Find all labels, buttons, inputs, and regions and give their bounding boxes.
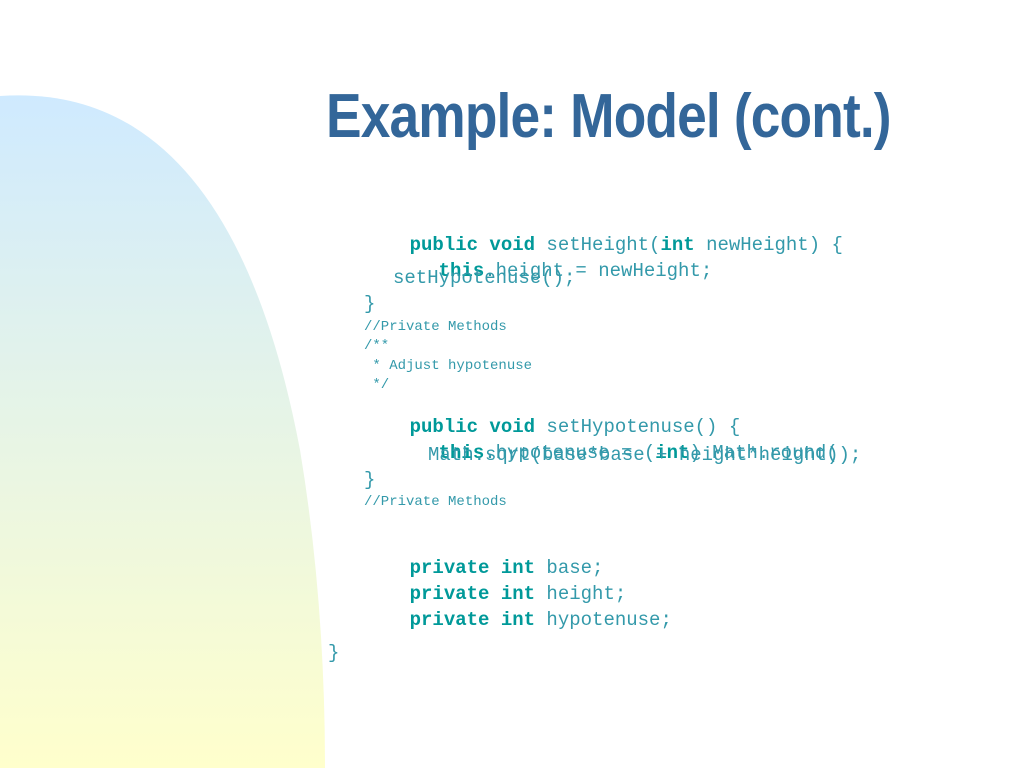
- keyword: private int: [409, 609, 536, 631]
- code-line-this-hypotenuse: this.hypotenuse = (int) Math.round(: [393, 425, 838, 482]
- code-comment: //Private Methods: [364, 494, 507, 510]
- keyword: this: [438, 442, 485, 464]
- code-line-math-sqrt: Math.sqrt(base*base + height*height));: [428, 444, 862, 466]
- keyword: private int: [409, 557, 536, 579]
- code-line-close-brace: }: [364, 469, 376, 491]
- code-comment: //Private Methods: [364, 319, 507, 335]
- slide-title: Example: Model (cont.): [326, 82, 892, 151]
- code-line-set-hypotenuse: public void setHypotenuse() {: [364, 399, 741, 456]
- code-line-set-hypotenuse-call: setHypotenuse();: [393, 267, 576, 289]
- code-comment: */: [364, 377, 390, 393]
- keyword: private int: [409, 583, 536, 605]
- code-text: height;: [535, 583, 627, 605]
- keyword: int: [660, 234, 695, 256]
- code-line-this-height: this.height = newHeight;: [393, 243, 713, 300]
- code-text: .hypotenuse = (: [484, 442, 656, 464]
- code-line-private-height: private int height;: [364, 566, 627, 623]
- code-line-close-brace: }: [364, 293, 376, 315]
- code-text: newHeight) {: [694, 234, 843, 256]
- code-text: base;: [535, 557, 604, 579]
- code-line-set-height: public void setHeight(int newHeight) {: [364, 217, 843, 274]
- code-text: hypotenuse;: [535, 609, 672, 631]
- keyword: int: [655, 442, 690, 464]
- code-comment: /**: [364, 338, 390, 354]
- code-line-private-base: private int base;: [364, 540, 604, 597]
- keyword: public void: [409, 416, 536, 438]
- code-comment: * Adjust hypotenuse: [364, 358, 533, 374]
- keyword: public void: [409, 234, 536, 256]
- code-text: .height = newHeight;: [484, 260, 713, 282]
- code-line-private-hypotenuse: private int hypotenuse;: [364, 592, 672, 649]
- code-text: setHeight(: [535, 234, 661, 256]
- keyword: this: [438, 260, 485, 282]
- code-line-class-close-brace: }: [328, 642, 340, 664]
- code-text: setHypotenuse() {: [535, 416, 741, 438]
- code-text: ) Math.round(: [689, 442, 838, 464]
